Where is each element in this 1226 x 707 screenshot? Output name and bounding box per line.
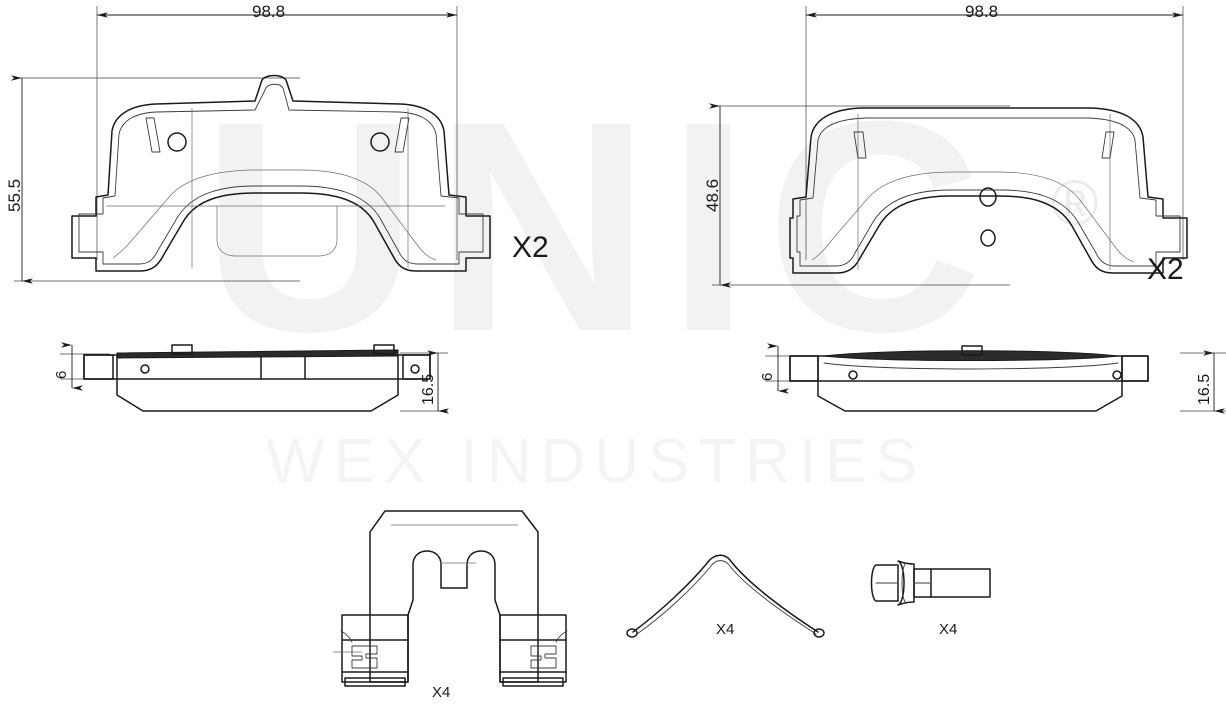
right-side-total-thickness-dimension — [1180, 350, 1226, 414]
left-side-hole-1 — [140, 364, 150, 374]
flange-bolt-flange-curve — [901, 563, 906, 603]
wire-spring-end-right — [813, 628, 825, 638]
flange-bolt-shank — [913, 568, 991, 598]
wire-spring-quantity-label: X4 — [716, 621, 735, 638]
right-pad-outline — [789, 107, 1188, 274]
right-pad-front-view — [709, 6, 1188, 288]
left-side-tab-1 — [171, 344, 193, 355]
left-pad-width-dimension — [96, 6, 458, 260]
flange-bolt-hex-head — [870, 564, 899, 602]
right-pad-width-label: 98.8 — [965, 2, 999, 21]
right-side-hole-2 — [1112, 370, 1122, 380]
left-side-total-thickness-label: 16.5 — [420, 373, 437, 405]
left-pad-side-view — [60, 342, 449, 414]
right-pad-height-label: 48.6 — [703, 178, 722, 212]
left-pad-height-label: 55.5 — [5, 178, 24, 212]
right-side-tab-1 — [961, 345, 983, 356]
right-pad-hole-1 — [979, 187, 997, 207]
left-pad-inner-contour — [78, 83, 484, 265]
wire-spring-inner — [636, 560, 817, 635]
left-pad-hole-2 — [370, 132, 390, 152]
flange-bolt-flange — [897, 560, 915, 606]
right-pad-lower-shadow-line — [811, 171, 1135, 263]
left-pad-centre-notch — [216, 206, 338, 257]
left-pad-height-dimension — [11, 75, 300, 284]
right-pad-height-dimension — [709, 103, 1010, 288]
left-pad-hole-1 — [167, 132, 187, 152]
left-side-hole-2 — [410, 364, 420, 374]
left-pad-width-label: 98.8 — [252, 2, 286, 21]
wire-spring-outer — [632, 554, 819, 633]
shim-clip-outline — [369, 510, 539, 683]
right-side-hole-1 — [848, 370, 858, 380]
right-side-shoe-profile — [817, 380, 1123, 412]
left-pad-quantity-label: X2 — [512, 231, 549, 264]
left-side-backing-thickness-label: 6 — [53, 370, 70, 379]
shim-clip-leg-left — [340, 614, 409, 687]
right-side-backing-thickness-label: 6 — [759, 372, 776, 381]
wire-spring-end-left — [626, 628, 638, 638]
left-side-ear-right — [402, 354, 431, 380]
right-pad-slot-right — [1101, 131, 1115, 159]
left-pad-front-view — [11, 6, 491, 284]
right-side-total-thickness-label: 16.5 — [1196, 373, 1213, 405]
right-pad-inner-contour — [796, 117, 1181, 267]
right-side-friction-underline — [823, 362, 1119, 370]
right-pad-slot-left — [853, 131, 867, 159]
left-pad-slot-left — [145, 117, 161, 153]
right-pad-quantity-label: X2 — [1147, 253, 1184, 286]
shim-clip-leg-right — [499, 614, 568, 687]
flange-bolt-component — [870, 560, 991, 606]
left-pad-lower-shadow-line — [112, 169, 437, 261]
wire-spring-component — [626, 554, 825, 638]
left-side-ear-left — [83, 354, 114, 380]
flange-bolt-quantity-label: X4 — [939, 621, 958, 638]
shim-clip-quantity-label: X4 — [432, 684, 451, 701]
left-side-total-thickness-dimension — [400, 350, 449, 414]
left-pad-outline — [71, 74, 491, 272]
left-side-shoe-profile — [116, 378, 399, 412]
left-pad-slot-right — [394, 117, 410, 153]
right-pad-hole-2 — [980, 229, 996, 247]
shim-clip-component — [333, 510, 568, 687]
left-side-tab-2 — [373, 344, 395, 355]
right-pad-side-view — [765, 343, 1226, 414]
